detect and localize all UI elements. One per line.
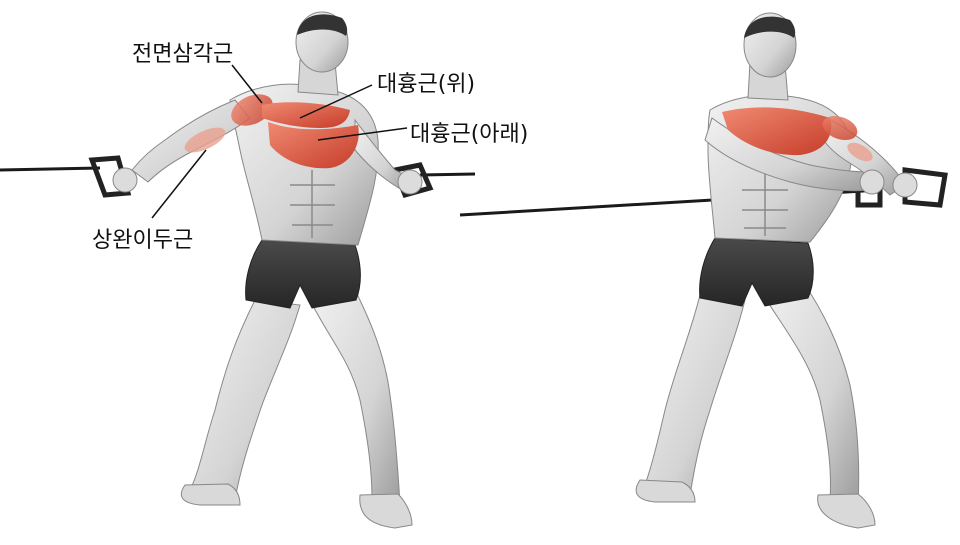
right-fig-shorts [699,237,814,307]
right-fig-pectoral-muscle [722,107,832,156]
right-fig-hair [744,16,796,38]
right-foot [359,493,413,529]
left-fist [112,167,138,193]
hair [297,14,348,36]
left-handle-icon [88,155,132,198]
right-figure [459,12,948,529]
lower-pectoral-muscle [268,122,359,169]
leader-biceps [151,149,207,219]
left-cable [0,166,101,172]
label-anterior-deltoid: 전면삼각근 [132,42,234,67]
right-fist [397,169,423,195]
right-fig-front-foot [817,493,876,529]
right-fig-biceps-muscle [847,142,873,162]
label-biceps: 상완이두근 [92,228,194,253]
label-lower-pectoral: 대흉근(아래) [410,122,529,147]
right-fig-back-leg [644,294,746,496]
leader-anterior-deltoid [231,64,263,104]
right-cable [419,172,476,177]
right-fig-fist-right [892,172,918,198]
shorts [245,239,361,309]
left-foot [180,483,241,506]
left-leg [189,299,301,501]
leader-lower-pectoral [317,127,408,141]
label-upper-pectoral: 대흉근(위) [377,72,476,97]
abdominals [290,170,335,238]
right-fig-front-leg [759,284,860,506]
right-fig-abdominals [742,170,788,236]
right-leg [309,289,401,506]
left-figure [0,11,476,529]
right-fig-fist-left [859,169,885,195]
leader-upper-pectoral [299,84,373,119]
right-fig-deltoid-muscle [822,115,858,141]
biceps-muscle [184,127,226,153]
right-fig-back-foot [635,479,696,503]
